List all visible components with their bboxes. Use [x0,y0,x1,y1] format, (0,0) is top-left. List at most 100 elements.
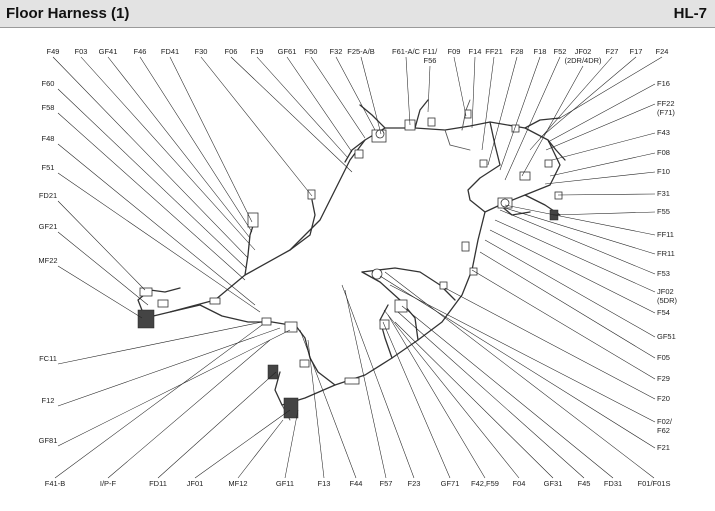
label-fr11: FR11 [657,249,675,258]
label-jf02-2dr-4dr: (2DR/4DR) [564,56,602,65]
label-f60: F60 [42,79,55,88]
label-f11-f56: F56 [424,56,437,65]
label-f24: F24 [656,47,669,56]
leader-f53 [499,209,656,275]
label-f48: F48 [42,134,55,143]
leader-lines [52,56,663,479]
leader-f10 [544,171,656,185]
label-ff22-f71: (F71) [657,108,675,117]
leader-f08 [549,152,656,177]
label-f12: F12 [42,396,55,405]
leader-f52 [504,56,561,181]
leader-f13 [307,339,325,479]
leader-f41-b [54,324,263,479]
leader-f06 [230,56,353,173]
leader-f58 [57,112,246,281]
page-code: HL-7 [673,5,707,22]
leader-f09 [453,56,467,117]
leader-f24 [559,56,663,119]
label-f58: F58 [42,103,55,112]
leader-f48 [57,143,256,306]
leader-f51 [57,172,261,313]
label-f04: F04 [513,479,526,488]
label-f03: F03 [75,47,88,56]
leader-gf11 [284,409,299,479]
leader-f20 [444,287,656,400]
label-f01-f01s: F01/F01S [638,479,671,488]
leader-gf81 [57,329,291,447]
label-gf11: GF11 [276,479,294,488]
leader-f49 [52,56,249,259]
label-f51: F51 [42,163,55,172]
label-f44: F44 [350,479,363,488]
leader-fd41 [169,56,253,223]
label-f09: F09 [448,47,461,56]
label-ff21: FF21 [485,47,503,56]
label-f17: F17 [630,47,643,56]
leader-jf02-2dr-4dr [521,65,584,177]
leader-fr11 [504,207,656,255]
label-f14: F14 [469,47,482,56]
leader-f30 [200,56,313,197]
leader-jf01 [194,409,291,479]
leader-ff21 [481,56,495,151]
leader-f43 [551,132,656,161]
label-f41-b: F41-B [45,479,65,488]
leader-mf12 [237,419,284,479]
leader-f45 [397,311,585,479]
label-ff22-f71: FF22 [657,99,675,108]
label-f27: F27 [606,47,619,56]
leader-gf31 [394,321,554,479]
label-f23: F23 [408,479,421,488]
label-gf31: GF31 [544,479,563,488]
leader-f54 [489,229,656,314]
leader-gf41 [107,56,251,239]
leader-f18 [499,56,541,171]
label-f32: F32 [330,47,343,56]
leader-f29 [471,269,656,380]
label-f02-f62: F62 [657,426,670,435]
label-f10: F10 [657,167,670,176]
label-fd31: FD31 [604,479,622,488]
label-f55: F55 [657,207,670,216]
leader-f57 [344,289,387,479]
label-jf02-5dr: (5DR) [657,296,678,305]
label-mf12: MF12 [228,479,247,488]
leader-f60 [57,88,247,269]
label-f28: F28 [511,47,524,56]
leader-f11-f56 [427,65,431,113]
leader-gf61 [286,56,353,153]
label-f43: F43 [657,128,670,137]
label-f29: F29 [657,374,670,383]
leader-f46 [139,56,253,233]
label-f49: F49 [47,47,60,56]
leader-f05 [479,251,656,359]
label-mf22: MF22 [38,256,57,265]
label-f21: F21 [657,443,670,452]
label-f08: F08 [657,148,670,157]
leader-fd31 [401,305,614,479]
label-f42-f59: F42,F59 [471,479,499,488]
leader-f02-f62 [389,284,656,423]
label-f52: F52 [554,47,567,56]
leader-f50 [310,56,366,139]
leader-gf71 [382,321,451,479]
harness-routing [137,99,566,421]
label-f18: F18 [534,47,547,56]
leader-f01-f01s [384,271,655,479]
leader-f44 [299,329,357,479]
label-gf51: GF51 [657,332,676,341]
label-gf61: GF61 [278,47,297,56]
label-f20: F20 [657,394,670,403]
title-bar: Floor Harness (1) HL-7 [0,0,715,28]
leader-f32 [335,56,376,131]
label-f19: F19 [251,47,264,56]
leader-f21 [379,275,656,449]
label-f13: F13 [318,479,331,488]
leader-f03 [80,56,256,251]
label-f45: F45 [578,479,591,488]
leader-f14 [471,56,476,129]
label-gf81: GF81 [39,436,58,445]
label-jf02-5dr: JF02 [657,287,674,296]
